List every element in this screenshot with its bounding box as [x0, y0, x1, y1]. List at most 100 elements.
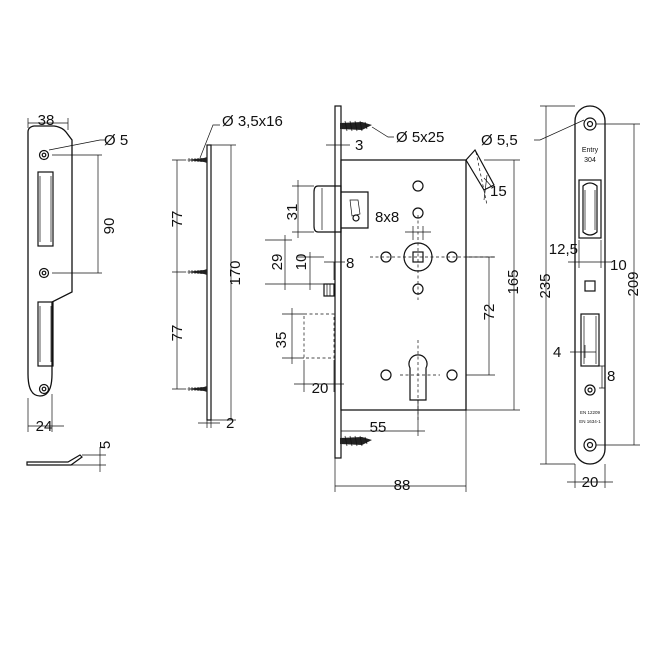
case-hole-7 — [446, 369, 458, 381]
dim-front-8-label: 8 — [607, 368, 615, 385]
dim-line-72 — [466, 256, 495, 376]
dim-8-label: 8 — [346, 255, 354, 272]
front-hole-bottom-inner — [586, 441, 594, 449]
dim-10-label: 10 — [293, 254, 310, 271]
standard-2-label: EN 1634-1 — [579, 419, 601, 424]
strike-slot-edge — [39, 176, 52, 242]
strike-slot-edge-lower — [39, 306, 52, 362]
dim-line-8x8 — [405, 226, 431, 240]
dim-line-12-5 — [568, 240, 612, 268]
dim-front-hole-label: Ø 5,5 — [481, 132, 518, 149]
front-pin — [584, 280, 596, 292]
dim-3-label: 3 — [355, 137, 363, 154]
strike-plate-view: 38 Ø 5 90 24 5 — [26, 112, 128, 472]
dim-screw-label: Ø 3,5x16 — [222, 113, 283, 130]
faceplate-side-view: Ø 3,5x16 77 77 170 2 — [169, 113, 283, 432]
case-hole-6 — [380, 369, 392, 381]
strike-side-profile — [26, 454, 83, 466]
dim-line-29 — [265, 235, 324, 290]
dim-line-209 — [596, 123, 640, 446]
dim-38-label: 38 — [38, 112, 55, 129]
model-label: 304 — [584, 157, 596, 164]
tab-angle-line — [475, 151, 488, 206]
faceplate-front-view: Entry 304 EN 12209 EN 1634-1 Ø 5,5 235 2… — [481, 105, 642, 491]
dim-line-8 — [324, 261, 345, 280]
lock-body-view: 3 Ø 5x25 15 31 8x8 29 10 8 35 20 72 55 — [265, 105, 522, 494]
dim-35-label: 35 — [273, 332, 290, 349]
front-hole-mid-inner — [587, 387, 593, 393]
latch-housing — [341, 191, 369, 229]
entry-label: Entry — [582, 147, 599, 154]
dim-front-10-label: 10 — [610, 257, 627, 274]
dim-angle-label: 15 — [490, 183, 507, 200]
dim-line-10 — [297, 252, 324, 290]
leader-front-hole — [534, 119, 585, 141]
dim-line-38 — [27, 118, 69, 130]
dim-line-3 — [326, 134, 350, 150]
strike-hole-bottom-inner — [41, 386, 47, 392]
latch-bolt — [313, 185, 342, 233]
leader-screw — [199, 124, 220, 159]
dim-72-label: 72 — [481, 304, 498, 321]
lock-screw-top — [340, 120, 372, 132]
dim-line-4 — [570, 345, 596, 358]
case-tab — [465, 148, 495, 191]
front-hole-mid — [584, 384, 596, 396]
dim-front-20-label: 20 — [582, 474, 599, 491]
dim-lock-screw-label: Ø 5x25 — [396, 129, 444, 146]
dim-line-77 — [172, 159, 186, 390]
strike-hole-top-inner — [41, 152, 47, 158]
tab-angle-ref — [483, 174, 488, 201]
front-latch-opening — [578, 179, 602, 239]
front-hole-top-inner — [586, 120, 594, 128]
dim-line-55 — [341, 400, 425, 436]
strike-hole-middle — [38, 267, 50, 279]
dim-4-label: 4 — [553, 344, 561, 361]
latch-spring — [349, 199, 361, 217]
dim-55-label: 55 — [370, 419, 387, 436]
strike-plate-outline — [27, 125, 73, 397]
dim-77-lower-label: 77 — [169, 325, 186, 342]
dim-hole-label: Ø 5 — [104, 132, 128, 149]
dim-12-5-label: 12,5 — [549, 241, 578, 258]
dim-line-20 — [294, 360, 344, 392]
faceplate-strip — [206, 144, 212, 421]
dim-line-90 — [52, 154, 102, 274]
dim-line-35 — [282, 308, 304, 364]
dim-follower-label: 8x8 — [375, 209, 399, 226]
front-bolt-lines — [583, 316, 597, 364]
dim-2-label: 2 — [226, 415, 234, 432]
dim-29-label: 29 — [269, 254, 286, 271]
front-bolt-opening — [580, 313, 600, 367]
standard-1-label: EN 12209 — [580, 410, 601, 415]
dim-line-165 — [466, 159, 520, 411]
dim-209-label: 209 — [625, 271, 642, 296]
dim-line-31 — [292, 180, 314, 238]
dim-24-label: 24 — [36, 418, 53, 435]
dim-170-label: 170 — [227, 260, 244, 285]
dim-88-label: 88 — [394, 477, 411, 494]
dim-line-2 — [198, 418, 220, 428]
screw-middle — [186, 269, 207, 275]
dim-165-label: 165 — [505, 269, 522, 294]
dim-31-label: 31 — [284, 204, 301, 221]
latch-pin — [352, 214, 360, 222]
front-latch-lines — [584, 190, 596, 230]
dim-line-88 — [334, 410, 467, 492]
strike-hole-bottom — [38, 383, 50, 395]
cylinder-cutout — [408, 354, 428, 401]
dim-line-5 — [71, 447, 106, 472]
strike-latch-slot — [37, 171, 54, 247]
strike-hole-top — [38, 149, 50, 161]
dim-5-label: 5 — [97, 441, 114, 449]
strike-hole-middle-inner — [41, 270, 47, 276]
screw-bottom — [186, 386, 207, 392]
leader-angle — [483, 177, 493, 188]
dim-20-label: 20 — [312, 380, 329, 397]
leader-lock-screw — [371, 126, 394, 138]
dim-77-upper-label: 77 — [169, 211, 186, 228]
lock-screw-bottom — [340, 435, 372, 447]
dim-line-24 — [27, 394, 64, 432]
